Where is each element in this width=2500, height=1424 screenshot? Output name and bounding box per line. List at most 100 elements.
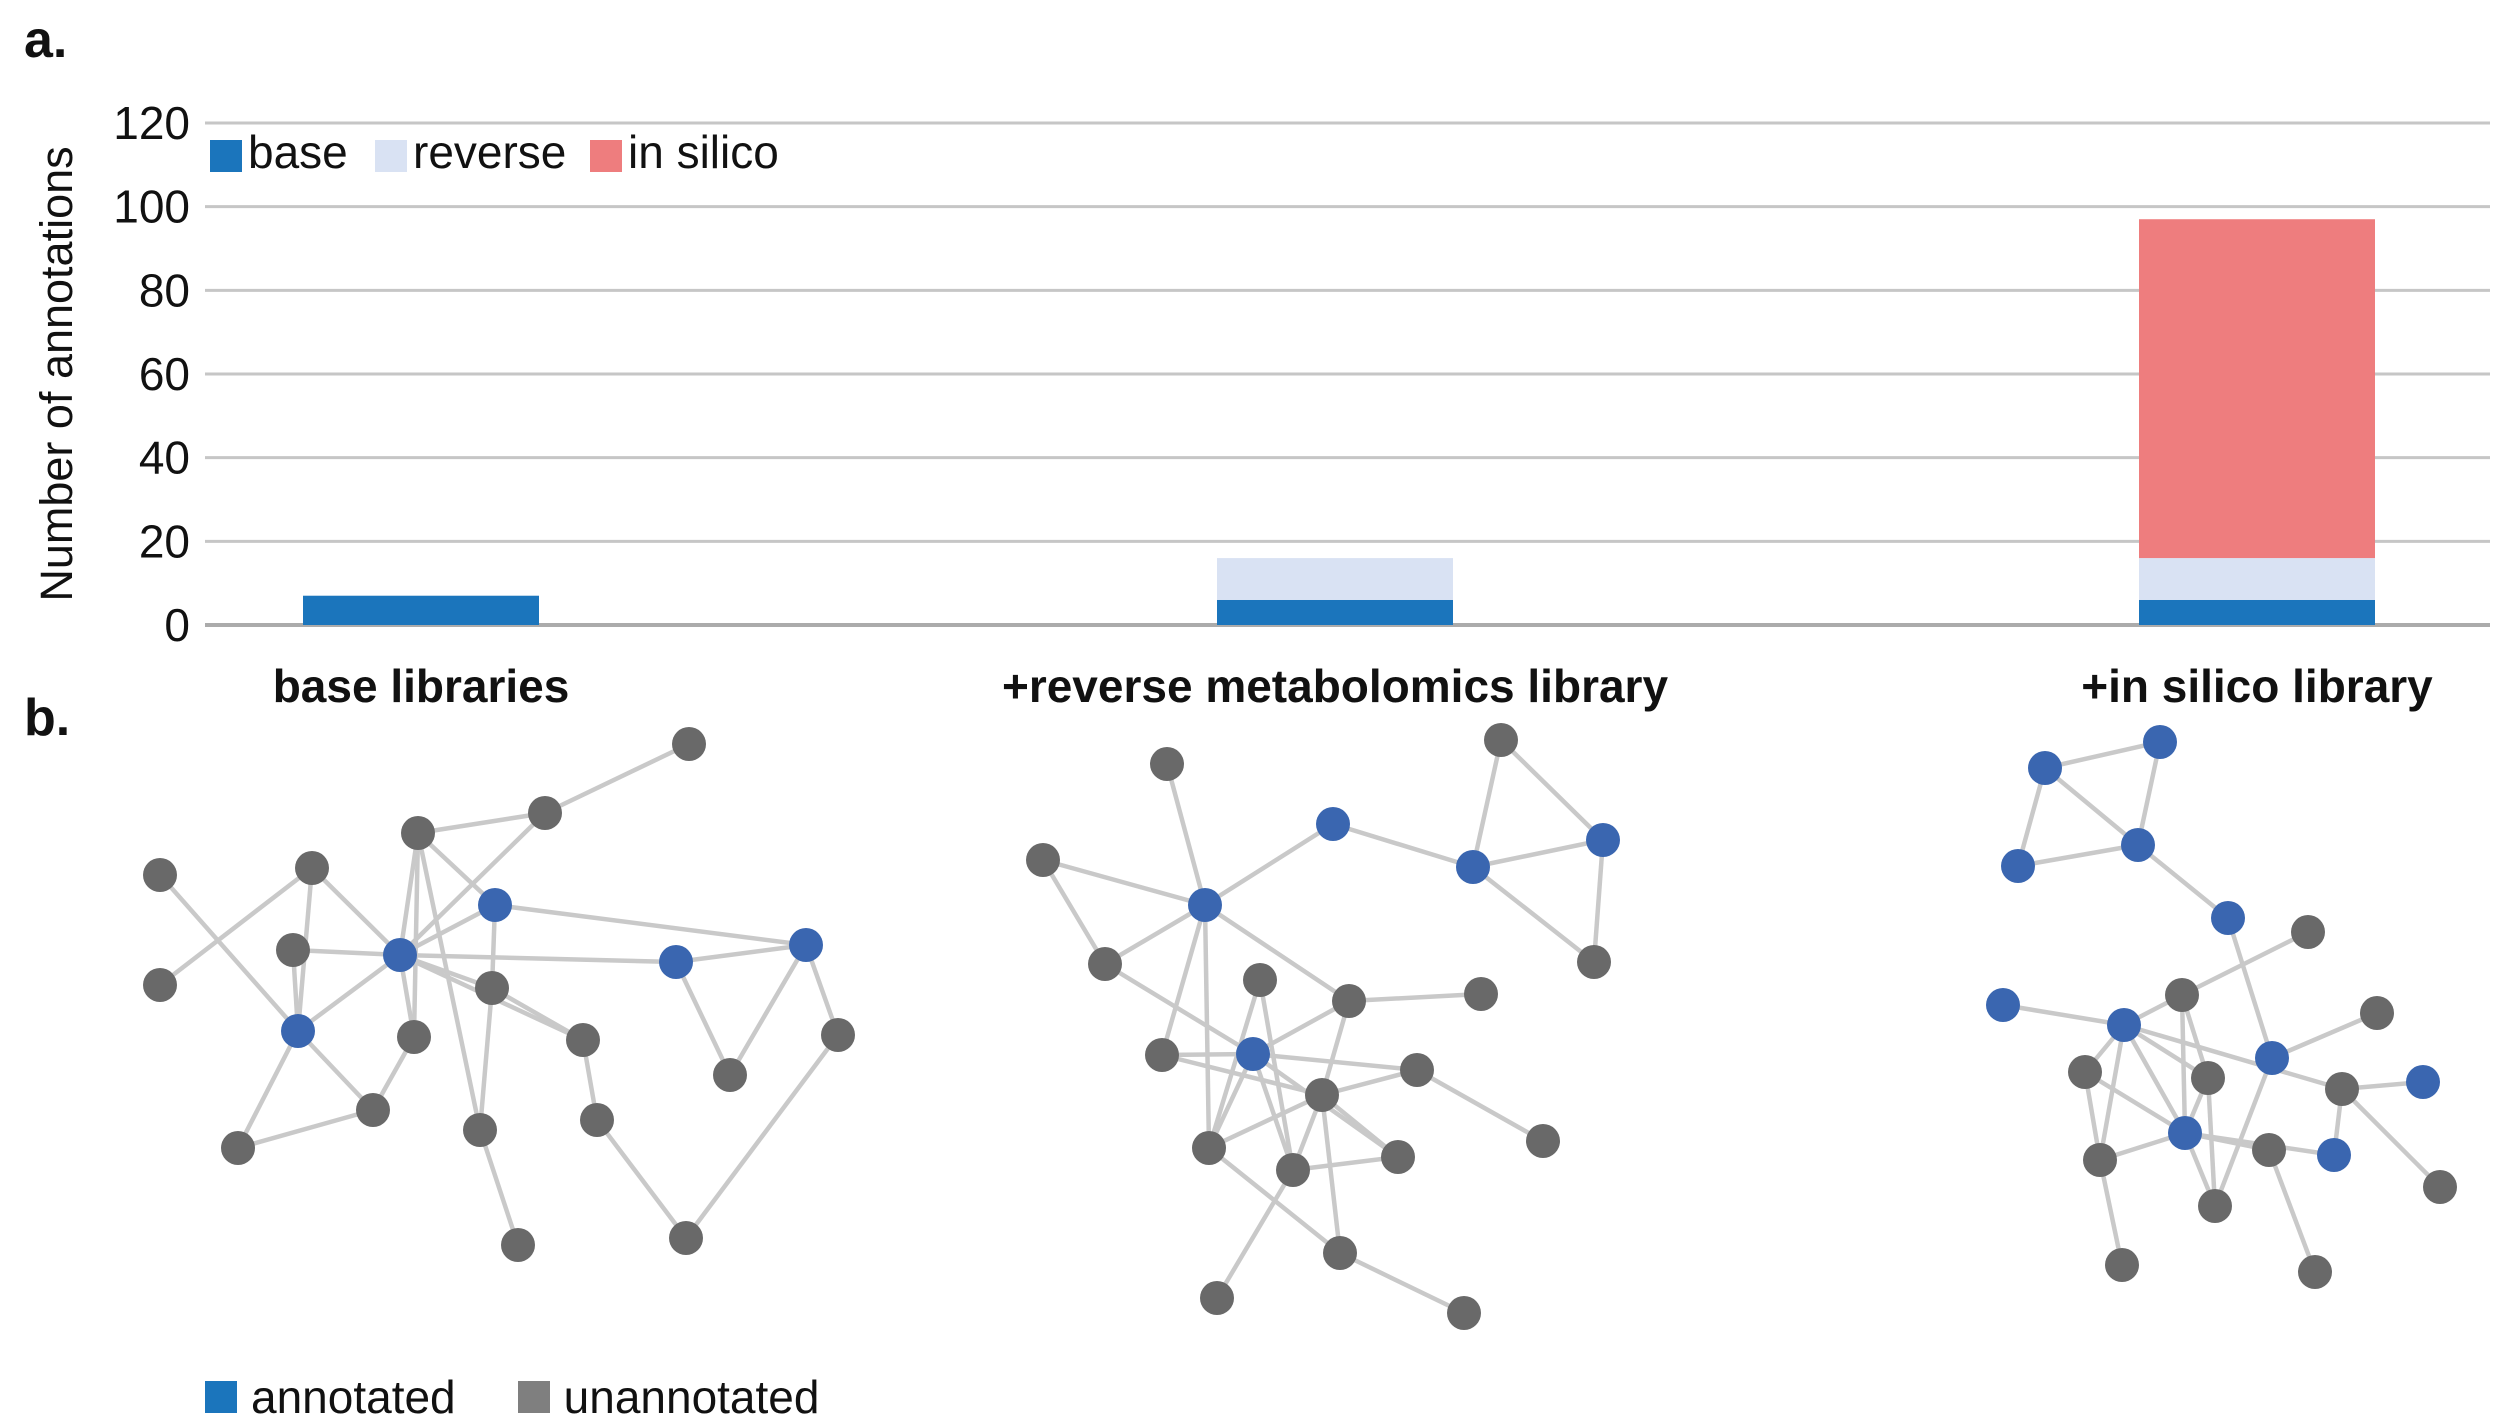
network-edge [237,1107,374,1151]
network-node-annotated [2121,828,2155,862]
network-edge [2225,917,2275,1059]
legend-swatch-in-silico [590,140,622,172]
network-edge [1257,979,1296,1171]
network-edge [1251,999,1351,1056]
network-edge [2266,1149,2318,1273]
network-edge [1252,1051,1418,1073]
network-node-annotated [2001,849,2035,883]
network-edge [399,952,677,965]
network-node-unannotated [143,968,177,1002]
network-edge [417,810,546,836]
network-node-annotated [789,928,823,962]
network-node-unannotated [463,1113,497,1147]
network-edge [1203,822,1335,907]
network-node-annotated [659,945,693,979]
network-edge [728,943,808,1077]
network-edge [416,831,497,907]
network-edge [1348,991,1482,1004]
network-edge [2271,1010,2378,1061]
network-node-unannotated [2298,1255,2332,1289]
network-edge [2122,1023,2187,1135]
network-node-unannotated [2068,1055,2102,1089]
network-edge [1206,1053,1256,1149]
annotated-swatch [205,1381,237,1413]
network-node-unannotated [669,1221,703,1255]
network-node-unannotated [1192,1131,1226,1165]
network-edge [1164,763,1208,906]
legend-swatch-base [210,140,242,172]
legend-label-reverse: reverse [413,126,566,178]
network-node-annotated [2406,1065,2440,1099]
network-node-unannotated [2423,1170,2457,1204]
network-node-annotated [2211,901,2245,935]
x-category-label: base libraries [273,660,570,712]
network-node-annotated [281,1014,315,1048]
x-category-label: +in silico library [2081,660,2433,712]
network-edge [477,1129,521,1246]
network-edge [2135,741,2163,846]
network-edge [158,873,300,1033]
bar-segment-base [1217,599,1453,625]
y-tick-label: 0 [164,599,190,651]
network-node-unannotated [1276,1153,1310,1187]
network-edge [1203,903,1351,1003]
network-node-unannotated [1332,984,1366,1018]
bar-segment-base [303,595,539,625]
network-node-unannotated [295,851,329,885]
network-node-unannotated [2191,1061,2225,1095]
network-edge [292,947,401,958]
network-node-unannotated [1484,723,1518,757]
network-edge [684,1033,840,1240]
network-node-annotated [1456,850,1490,884]
network-edge [675,942,807,965]
network-node-annotated [2143,725,2177,759]
network-node-unannotated [1400,1053,1434,1087]
bar-segment-in-silico [2139,219,2375,559]
network-edge [2002,1002,2125,1028]
network-node-annotated [2107,1008,2141,1042]
y-tick-label: 60 [139,348,190,400]
network-edge [1471,865,1596,964]
network-node-unannotated [580,1103,614,1137]
network-node-unannotated [356,1093,390,1127]
network-node-unannotated [1243,963,1277,997]
network-node-annotated [2317,1138,2351,1172]
network-edge [2017,842,2139,869]
network-node-unannotated [475,971,509,1005]
network-node-unannotated [566,1023,600,1057]
network-node-unannotated [2083,1143,2117,1177]
network-node-unannotated [501,1228,535,1262]
network-node-unannotated [528,796,562,830]
network-legend-item-unannotated: unannotated [517,1370,819,1424]
network-edge [1103,903,1207,966]
y-tick-label: 40 [139,432,190,484]
y-tick-label: 80 [139,264,190,316]
network-edge [2097,1024,2127,1161]
network-edge [1591,839,1606,963]
network-node-unannotated [1464,977,1498,1011]
network-edge [2205,1077,2218,1207]
annotated-label: annotated [251,1371,456,1423]
network-node-unannotated [2325,1072,2359,1106]
network-node-annotated [2028,751,2062,785]
network-node-unannotated [2198,1189,2232,1223]
network-node-annotated [2168,1116,2202,1150]
y-tick-label: 100 [113,181,190,233]
network-edge [397,832,421,956]
network-1 [143,727,855,1262]
y-axis-title: Number of annotations [31,146,82,601]
network-edge [1339,1250,1465,1316]
network-edge [490,986,585,1042]
network-node-unannotated [2291,915,2325,949]
network-edge [398,903,497,957]
network-edge [158,866,314,987]
panel-a-label: a. [24,11,68,69]
network-edge [595,1118,688,1240]
network-node-annotated [1316,807,1350,841]
network-edge [1319,1094,1343,1254]
network-edge [1206,979,1263,1149]
network-node-annotated [383,938,417,972]
network-node-unannotated [1323,1236,1357,1270]
